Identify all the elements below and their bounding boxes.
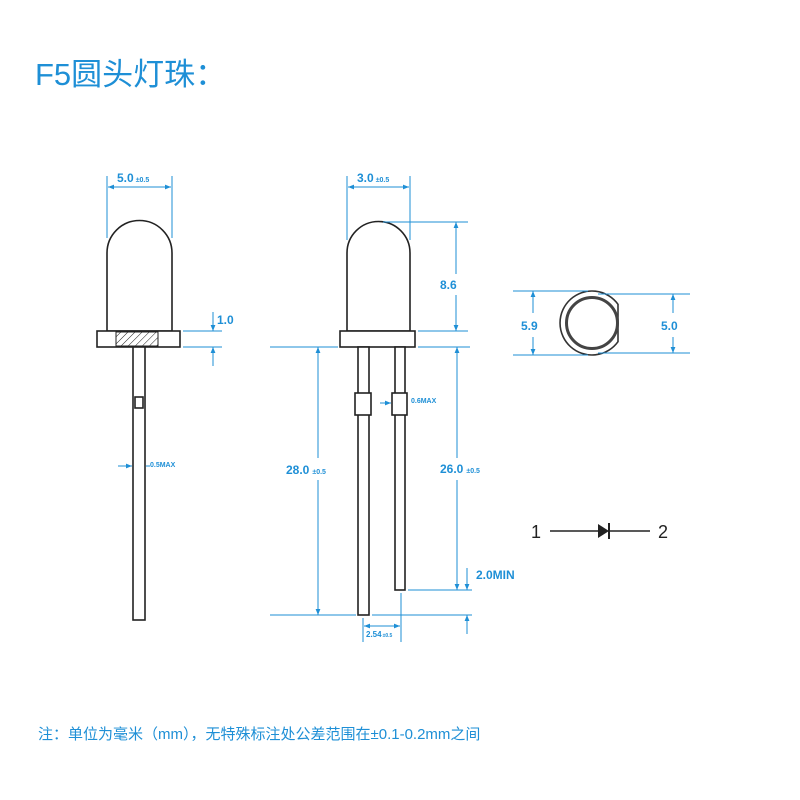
- front-view-led: 3.0±0.5 8.6 0.6MAX 28.0±0.5 26.0±0.5 2.0…: [270, 171, 515, 642]
- short-lead-standoff: [391, 392, 408, 416]
- pin-1-label: 1: [531, 522, 541, 542]
- top-view-led: 5.9 5.0: [513, 290, 690, 356]
- lead-width-label: 0.6MAX: [411, 398, 437, 405]
- led-lead: [132, 346, 146, 621]
- long-lead: [357, 346, 370, 616]
- pin-2-label: 2: [658, 522, 668, 542]
- page-title: F5圆头灯珠：: [35, 57, 226, 92]
- units-note: 注：单位为毫米（mm），无特殊标注处公差范围在±0.1-0.2mm之间: [38, 725, 480, 743]
- lead-spacing-label: 2.54±0.5: [366, 630, 392, 639]
- flange-diameter-label: 5.9: [521, 319, 538, 333]
- side-view-led: 5.0±0.5 1.0 0.5MAX: [96, 171, 234, 621]
- long-lead-label: 28.0±0.5: [286, 463, 326, 477]
- diode-symbol: 1 2: [531, 522, 668, 542]
- led-dome: [346, 220, 411, 332]
- led-flange: [339, 330, 416, 348]
- short-lead: [394, 346, 406, 591]
- dome-height-label: 8.6: [440, 278, 457, 292]
- flange-hatch: [115, 331, 159, 347]
- diode-triangle-icon: [598, 524, 609, 538]
- lead-difference-label: 2.0MIN: [476, 568, 515, 582]
- long-lead-standoff: [354, 392, 372, 416]
- led-dome: [106, 219, 173, 332]
- dome-outline: [565, 296, 619, 350]
- lead-notch: [134, 396, 144, 409]
- width-label: 3.0±0.5: [357, 171, 389, 185]
- short-lead-label: 26.0±0.5: [440, 462, 480, 476]
- width-label: 5.0±0.5: [117, 171, 149, 185]
- lead-width-label: 0.5MAX: [150, 462, 176, 469]
- flange-height-label: 1.0: [217, 313, 234, 327]
- dome-diameter-label: 5.0: [661, 319, 678, 333]
